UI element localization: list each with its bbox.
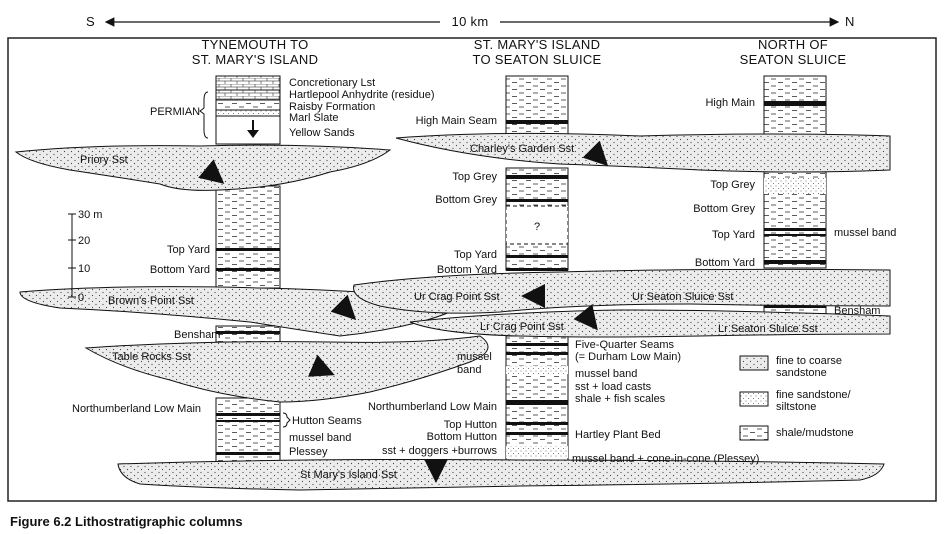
distance-label: 10 km <box>452 14 489 29</box>
marl-slate-label: Marl Slate <box>289 112 339 124</box>
plessey-label: Plessey <box>289 446 328 458</box>
middle-column-title-2: TO SEATON SLUICE <box>472 52 601 67</box>
ur-seaton-sluice-label: Ur Seaton Sluice Sst <box>632 291 734 303</box>
left-top-yard-label: Top Yard <box>167 244 210 256</box>
legend-swatch-coarse <box>739 355 769 371</box>
mid-top-grey-label: Top Grey <box>452 171 497 183</box>
right-mussel-band-label: mussel band <box>834 227 896 239</box>
bottom-hutton-label: Bottom Hutton <box>427 431 497 443</box>
left-nlm-label: Northumberland Low Main <box>72 403 201 415</box>
priory-sst-body <box>14 144 392 191</box>
scale-tick-10: 10 <box>78 263 90 275</box>
right-bottom-grey-label: Bottom Grey <box>693 203 755 215</box>
charleys-garden-body <box>395 132 891 173</box>
right-top-yard-label: Top Yard <box>712 229 755 241</box>
hartley-plant-bed-label: Hartley Plant Bed <box>575 429 661 441</box>
right-bottom-yard-label: Bottom Yard <box>695 257 755 269</box>
lr-seaton-sluice-label: Lr Seaton Sluice Sst <box>718 323 818 335</box>
scale-tick-20: 20 <box>78 235 90 247</box>
legend <box>739 355 769 441</box>
mid-mussel-label-a: mussel <box>457 351 492 363</box>
legend-fine-line2: siltstone <box>776 401 816 413</box>
table-rocks-label: Table Rocks Sst <box>112 351 191 363</box>
raisby-label: Raisby Formation <box>289 101 375 113</box>
top-hutton-label: Top Hutton <box>444 419 497 431</box>
ur-crag-point-body <box>353 268 891 314</box>
hutton-bracket <box>282 412 291 428</box>
legend-swatch-shale <box>739 425 769 441</box>
vertical-scale <box>68 213 76 298</box>
left-down-arrow <box>247 120 259 138</box>
priory-sst-label: Priory Sst <box>80 154 128 166</box>
arrow-browns-point <box>330 294 357 321</box>
middle-column-title-1: ST. MARY'S ISLAND <box>474 37 601 52</box>
st-marys-island-sst-body <box>117 459 885 491</box>
high-main-seam-label: High Main Seam <box>416 115 497 127</box>
left-column-title-2: ST. MARY'S ISLAND <box>192 52 319 67</box>
scale-tick-30: 30 m <box>78 209 102 221</box>
legend-fine-line1: fine sandstone/ <box>776 389 852 401</box>
lr-crag-point-label: Lr Crag Point Sst <box>480 321 564 333</box>
permian-bracket <box>199 91 209 139</box>
legend-coarse-line1: fine to coarse <box>776 355 842 367</box>
shale-fish-label: shale + fish scales <box>575 393 666 405</box>
mid-mussel-label-b: band <box>457 364 481 376</box>
left-mussel-band-label: mussel band <box>289 432 351 444</box>
north-label: N <box>845 14 855 29</box>
mid-nlm-label: Northumberland Low Main <box>368 401 497 413</box>
figure-caption: Figure 6.2 Lithostratigraphic columns <box>10 514 243 529</box>
table-rocks-body <box>84 335 489 403</box>
five-quarter-label: Five-Quarter Seams <box>575 339 675 351</box>
hutton-seams-label: Hutton Seams <box>292 415 362 427</box>
mid-top-yard-label: Top Yard <box>454 249 497 261</box>
mid-bottom-yard-label: Bottom Yard <box>437 264 497 276</box>
sst-doggers-label: sst + doggers +burrows <box>382 445 497 457</box>
left-column <box>215 75 281 463</box>
middle-column <box>505 75 569 465</box>
yellow-sands-label: Yellow Sands <box>289 127 355 139</box>
concretionary-lst-label: Concretionary Lst <box>289 77 375 89</box>
arrow-priory <box>198 159 225 184</box>
high-main-label: High Main <box>705 97 755 109</box>
legend-swatch-fine <box>739 391 769 407</box>
charleys-garden-label: Charley's Garden Sst <box>470 143 574 155</box>
arrow-lr-crag <box>573 304 598 331</box>
left-bottom-yard-label: Bottom Yard <box>150 264 210 276</box>
legend-coarse-line2: sandstone <box>776 367 827 379</box>
mid-mussel-band-right-label: mussel band <box>575 368 637 380</box>
legend-shale-label: shale/mudstone <box>776 427 854 439</box>
arrow-table-rocks <box>307 354 335 377</box>
hartlepool-label: Hartlepool Anhydrite (residue) <box>289 89 435 101</box>
st-marys-island-sst-label: St Mary's Island Sst <box>300 469 397 481</box>
question-mark: ? <box>534 221 540 233</box>
mid-bottom-grey-label: Bottom Grey <box>435 194 497 206</box>
south-label: S <box>86 14 95 29</box>
browns-point-label: Brown's Point Sst <box>108 295 194 307</box>
ur-crag-point-label: Ur Crag Point Sst <box>414 291 500 303</box>
permian-label: PERMIAN <box>150 106 200 118</box>
diagram-frame <box>7 37 937 502</box>
scale-tick-0: 0 <box>78 292 84 304</box>
right-top-grey-label: Top Grey <box>710 179 755 191</box>
left-column-title-1: TYNEMOUTH TO <box>201 37 308 52</box>
durham-low-main-label: (= Durham Low Main) <box>575 351 681 363</box>
arrow-charley <box>582 140 609 167</box>
right-bensham-label: Bensham <box>834 305 880 317</box>
left-bensham-label: Bensham <box>174 329 220 341</box>
sst-load-casts-label: sst + load casts <box>575 381 652 393</box>
right-column-title-1: NORTH OF <box>758 37 828 52</box>
right-column-title-2: SEATON SLUICE <box>740 52 847 67</box>
mussel-cone-label: mussel band + cone-in-cone (Plessey) <box>572 453 759 465</box>
